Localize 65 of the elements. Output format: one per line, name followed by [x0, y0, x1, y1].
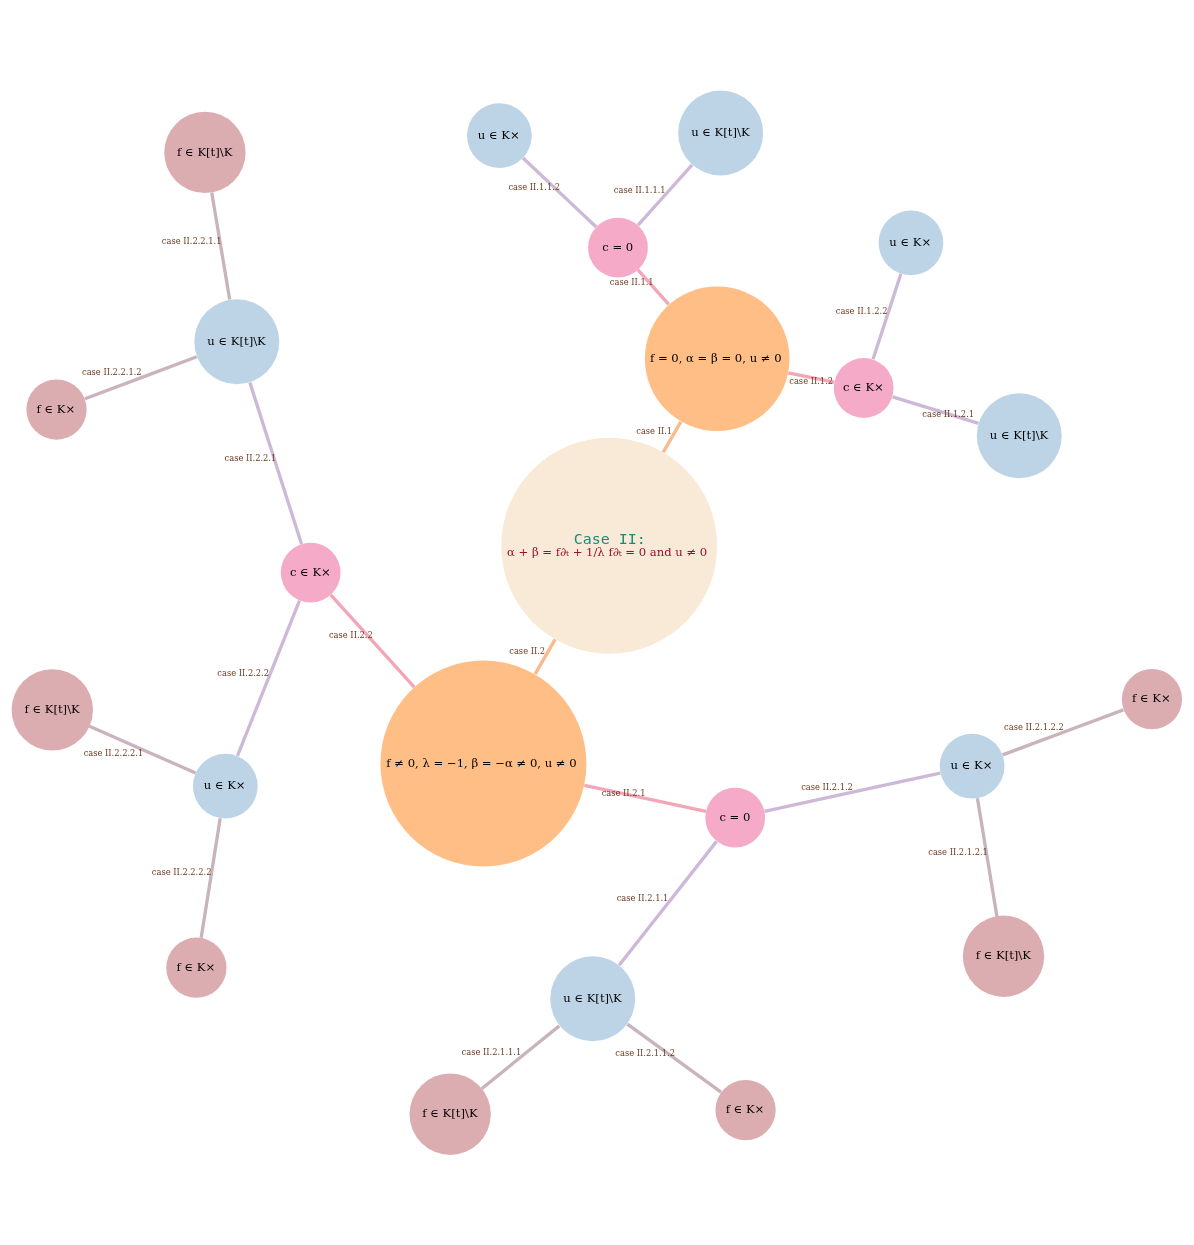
connector	[636, 163, 694, 227]
edge-label: case II.1.2.1	[922, 408, 975, 419]
node-circle: u ∈ K[t]\K	[976, 393, 1062, 479]
edge-label: case II.2.2.1.1	[161, 235, 222, 246]
connector	[88, 724, 197, 775]
edge-label: case II.1	[636, 426, 673, 437]
node-circle: c ∈ K×	[280, 542, 341, 603]
node-circle: f ≠ 0, λ = −1, β = −α ≠ 0, u ≠ 0	[380, 660, 587, 867]
node-circle: f ∈ K[t]\K	[962, 915, 1045, 997]
node-circle: u ∈ K×	[467, 103, 532, 168]
edge-label: case II.2.2.1.2	[81, 367, 142, 378]
connector	[892, 395, 979, 425]
connector	[210, 192, 232, 300]
node-circle: c = 0	[705, 787, 766, 848]
node-circle: u ∈ K[t]\K	[678, 90, 764, 176]
node-circle: f ∈ K×	[715, 1079, 776, 1141]
edge-label: case II.2.1	[601, 787, 646, 798]
connector	[248, 382, 304, 545]
node-circle: u ∈ K[t]\K	[194, 299, 280, 385]
node-circle: u ∈ K[t]\K	[550, 956, 636, 1042]
node-circle: u ∈ K×	[878, 210, 944, 276]
connector	[636, 268, 670, 306]
connector	[617, 840, 718, 967]
connector	[1002, 708, 1124, 757]
edge-label: case II.1.1	[609, 276, 654, 287]
connector	[521, 156, 598, 229]
edge-label: case II.2.1.2.1	[928, 846, 988, 857]
node-circle: f ∈ K×	[26, 379, 87, 440]
connector	[533, 638, 557, 676]
node-circle: c ∈ K×	[833, 358, 894, 418]
node-circle: f ∈ K[t]\K	[11, 669, 93, 751]
connector	[199, 817, 222, 939]
connector	[764, 771, 941, 813]
node-circle: u ∈ K×	[192, 753, 258, 819]
node-circle: f ∈ K[t]\K	[164, 111, 246, 194]
edge-label: case II.1.1.2	[508, 181, 561, 192]
connector	[626, 1022, 722, 1094]
edge-label: case II.1.2	[789, 376, 834, 387]
connector	[975, 797, 999, 917]
connector	[871, 273, 903, 360]
edge-label: case II.2.1.1.1	[461, 1046, 522, 1057]
edge-label: case II.2.2.2	[217, 667, 270, 678]
connector	[480, 1024, 561, 1090]
edge-label: case II.2.2.2.2	[151, 867, 212, 878]
edge-label: case II.1.1.1	[613, 184, 666, 195]
edge-label: case II.2.1.1.2	[615, 1047, 675, 1058]
edge-label: case II.2.2	[328, 630, 373, 641]
edge-label: case II.2.1.1	[616, 892, 669, 903]
connector	[584, 783, 707, 814]
edge-label: case II.2.1.2	[801, 781, 853, 792]
connector	[329, 593, 416, 689]
connector	[661, 420, 683, 454]
edge-label: case II.1.2.2	[835, 306, 888, 317]
connector	[84, 355, 198, 401]
node-circle: c = 0	[588, 217, 648, 278]
edge-label: case II.2.1.2.2	[1004, 721, 1064, 732]
connector	[787, 371, 835, 384]
edge-label: case II.2.2.1	[224, 452, 277, 463]
edge-label: case II.2.2.2.1	[83, 748, 144, 759]
edge-label: case II.2	[509, 646, 546, 657]
node-circle: f ∈ K[t]\K	[409, 1073, 491, 1155]
connector	[235, 599, 302, 757]
node-circle: f ∈ K×	[166, 937, 227, 998]
node-circle: f ∈ K×	[1121, 669, 1183, 730]
node-circle: u ∈ K×	[939, 733, 1005, 799]
